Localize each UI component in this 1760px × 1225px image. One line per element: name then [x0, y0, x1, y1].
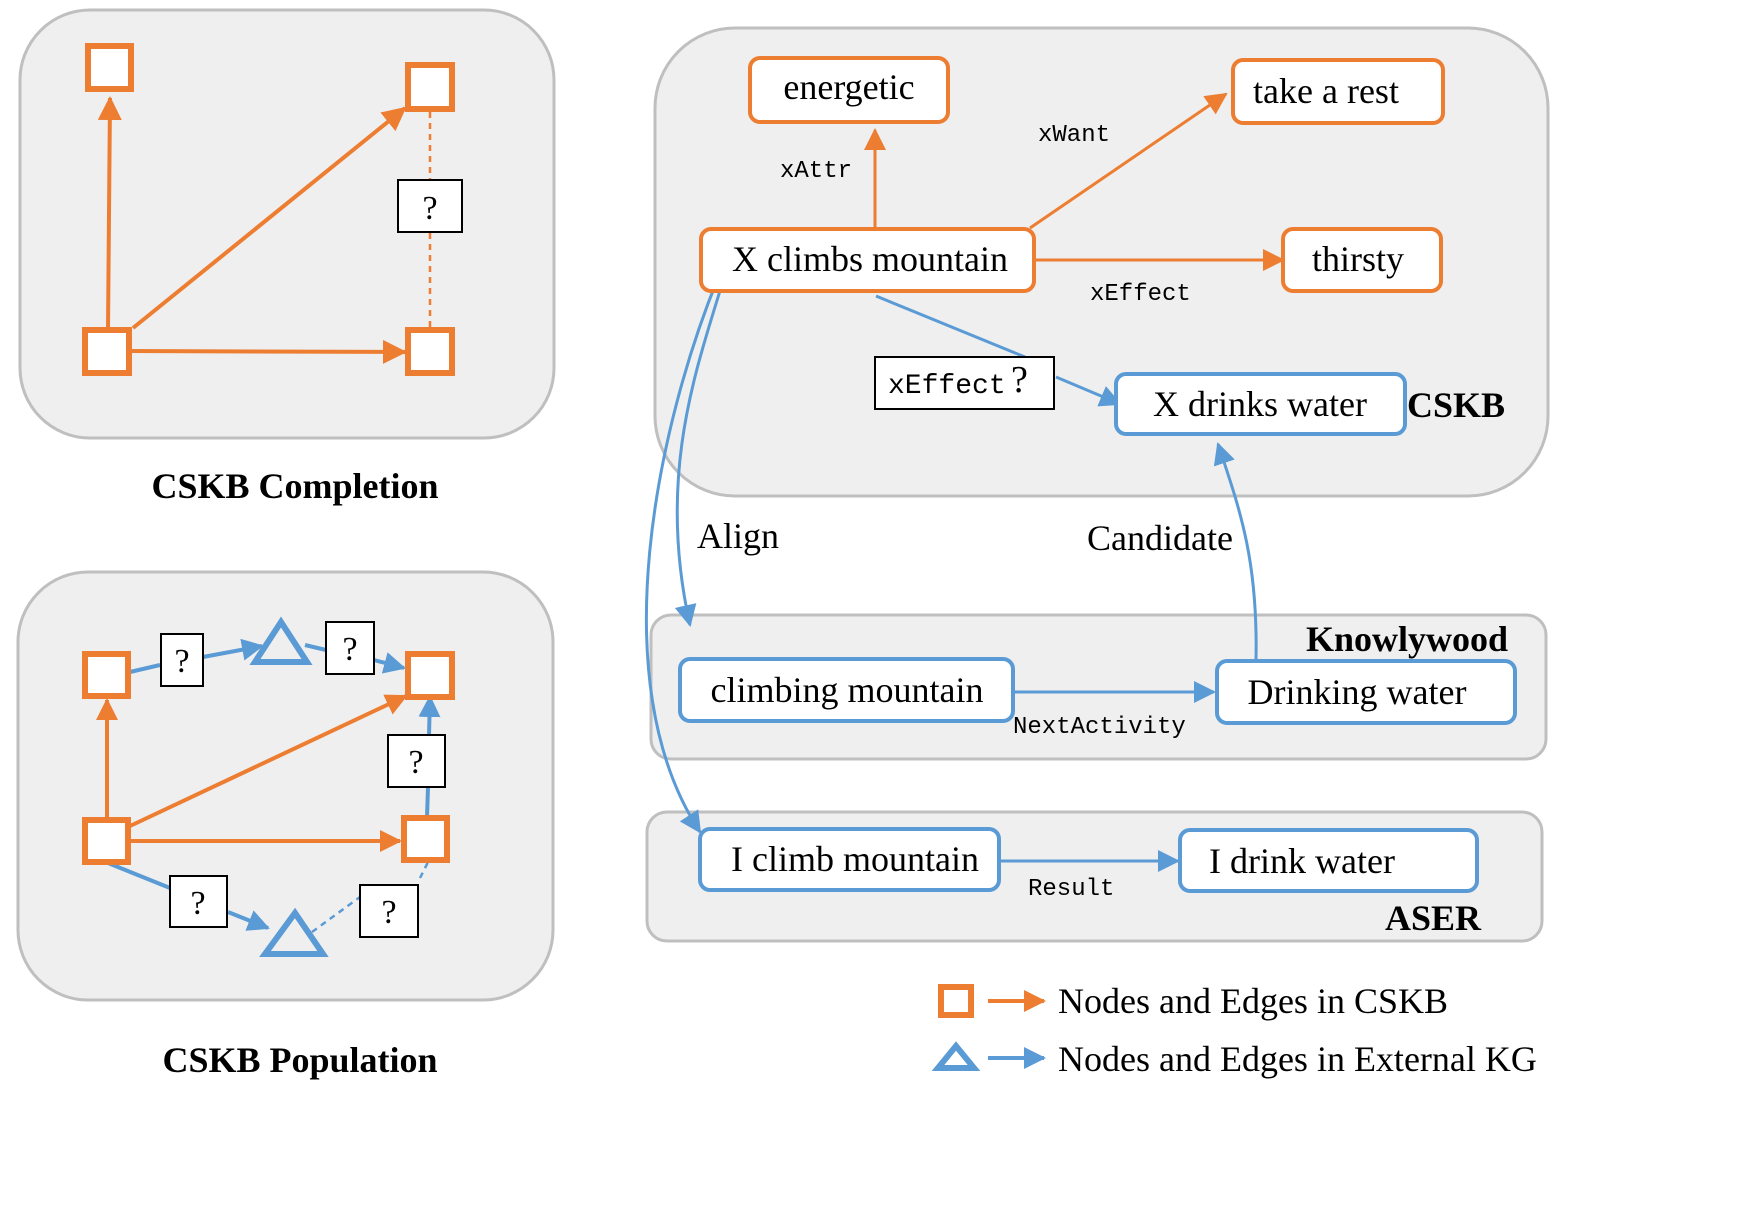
population-query-mark: ? — [381, 894, 396, 931]
population-query-mark: ? — [408, 744, 423, 781]
label-result: Result — [1028, 876, 1114, 903]
population-blue-edge — [425, 786, 430, 818]
external-node-triangle — [249, 616, 313, 665]
legend-cskb-node-icon — [938, 984, 974, 1018]
population-edge-diagonal — [129, 694, 408, 828]
legend-external-node-icon — [931, 1041, 981, 1071]
edge-xeffect-query — [875, 294, 1026, 359]
population-query-box — [169, 875, 228, 928]
knowlywood-panel-label: Knowlywood — [1306, 619, 1508, 659]
node-i-drink-water — [1178, 828, 1479, 893]
align-connector-aser — [644, 277, 720, 834]
external-node-triangle — [259, 907, 329, 957]
population-blue-dashed-edge — [418, 861, 430, 879]
node-i-drink-water-label: I drink water — [1209, 841, 1395, 881]
node-drinking-water-label: Drinking water — [1248, 672, 1467, 712]
population-blue-edge — [129, 663, 161, 674]
node-energetic — [748, 56, 950, 124]
population-node — [82, 817, 131, 865]
population-diagram: ? ? ? ? ? CSKB Population — [16, 570, 555, 1080]
node-x-drinks-water — [1114, 372, 1407, 436]
align-label: Align — [697, 516, 779, 556]
completion-node — [405, 62, 455, 112]
population-query-mark: ? — [342, 631, 357, 668]
candidate-label: Candidate — [1087, 518, 1233, 558]
population-blue-edge — [227, 910, 270, 931]
population-query-mark: ? — [174, 643, 189, 680]
completion-node — [85, 43, 134, 92]
label-nextactivity: NextActivity — [1013, 714, 1186, 741]
completion-node — [405, 327, 455, 376]
edge-xwant — [1029, 92, 1228, 230]
population-query-box — [359, 884, 419, 938]
node-x-climbs-mountain — [699, 227, 1036, 293]
completion-diagram: ? CSKB Completion — [18, 8, 556, 506]
population-query-box — [160, 633, 204, 687]
xeffect-query-label: xEffect — [888, 371, 1006, 402]
completion-caption: CSKB Completion — [151, 466, 438, 506]
label-xeffect: xEffect — [1090, 281, 1191, 308]
node-i-climb-mountain-label: I climb mountain — [731, 839, 979, 879]
population-panel — [16, 570, 555, 1002]
population-blue-edge — [202, 638, 264, 661]
population-blue-edge — [373, 652, 406, 674]
label-xwant: xWant — [1038, 122, 1110, 149]
completion-node — [82, 327, 132, 376]
population-blue-edge — [304, 643, 327, 652]
label-xattr: xAttr — [780, 158, 852, 185]
population-blue-edge — [418, 695, 441, 736]
node-thirsty — [1281, 227, 1443, 293]
node-x-drinks-water-label: X drinks water — [1153, 384, 1367, 424]
legend: Nodes and Edges in CSKB Nodes and Edges … — [931, 981, 1537, 1079]
node-climbing-mountain-label: climbing mountain — [711, 670, 984, 710]
node-x-climbs-mountain-label: X climbs mountain — [732, 239, 1008, 279]
node-thirsty-label: thirsty — [1312, 239, 1404, 279]
candidate-connector — [1213, 442, 1258, 661]
population-query-box — [387, 734, 446, 788]
completion-edge-up — [97, 96, 122, 331]
node-i-climb-mountain — [698, 827, 1001, 892]
population-node — [401, 815, 450, 863]
legend-cskb-label: Nodes and Edges in CSKB — [1058, 981, 1448, 1021]
node-climbing-mountain — [678, 657, 1015, 723]
align-connector-knowlywood — [674, 251, 742, 627]
node-take-a-rest — [1231, 58, 1445, 125]
node-energetic-label: energetic — [783, 67, 914, 107]
node-drinking-water — [1215, 659, 1517, 725]
population-query-mark: ? — [190, 885, 205, 922]
completion-edge-horizontal — [129, 339, 407, 364]
completion-query-mark: ? — [422, 190, 437, 227]
population-caption: CSKB Population — [162, 1040, 437, 1080]
completion-query-box — [397, 179, 463, 233]
population-query-box — [325, 621, 375, 675]
edge-xeffect-query — [1055, 375, 1122, 407]
population-node — [405, 651, 455, 700]
legend-external-label: Nodes and Edges in External KG — [1058, 1039, 1537, 1079]
population-blue-dashed-edge — [311, 895, 361, 934]
population-node — [82, 651, 131, 699]
completion-edge-diagonal — [131, 106, 407, 330]
xeffect-query-mark: ? — [1011, 359, 1028, 401]
xeffect-query-box — [874, 356, 1055, 410]
aser-panel-label: ASER — [1385, 898, 1482, 938]
population-blue-edge — [107, 861, 171, 890]
cskb-panel-label: CSKB — [1407, 385, 1505, 425]
node-take-a-rest-label: take a rest — [1253, 71, 1399, 111]
